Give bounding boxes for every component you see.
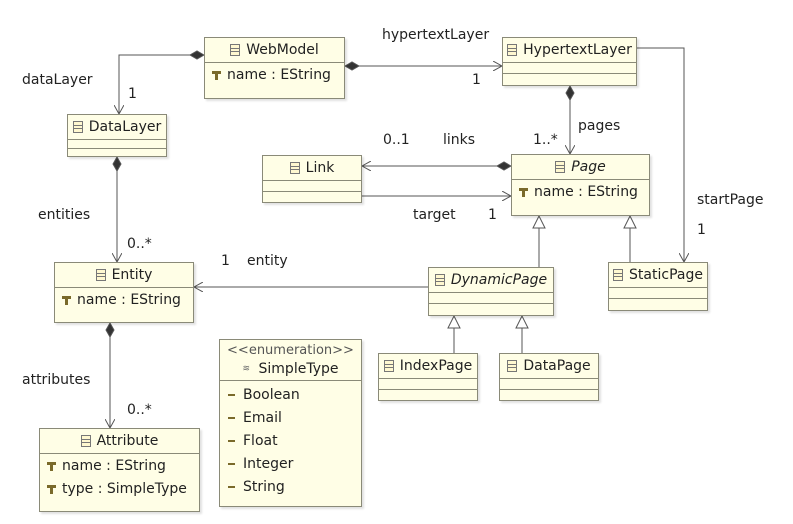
label-entity-mult: 1 — [221, 253, 230, 269]
class-name: Attribute — [96, 433, 159, 449]
attribute-icon — [62, 295, 71, 305]
attribute-icon — [212, 70, 221, 80]
class-datalayer[interactable]: DataLayer — [67, 114, 167, 157]
attribute-icon — [519, 187, 528, 197]
class-icon — [507, 360, 518, 372]
label-hypertextlayer-mult: 1 — [472, 72, 481, 88]
enum-stereotype: <<enumeration>> — [227, 343, 354, 358]
label-pages-role: pages — [578, 118, 621, 134]
class-name: DynamicPage — [450, 272, 548, 288]
attribute-label: name : EString — [77, 291, 181, 308]
edge-hypertext-staticpage — [637, 47, 684, 262]
attribute-label: type : SimpleType — [62, 480, 187, 497]
class-icon — [613, 269, 624, 281]
label-attributes-mult: 0..* — [127, 402, 152, 418]
diamond-webmodel-hypertext — [343, 61, 361, 71]
label-attributes-role: attributes — [22, 372, 91, 388]
label-datalayer-mult: 1 — [128, 86, 137, 102]
literal-icon — [228, 416, 235, 419]
attribute-icon — [47, 484, 56, 494]
class-hypertextlayer[interactable]: HypertextLayer — [502, 37, 637, 86]
gen-arrow-staticpage — [623, 214, 637, 229]
enum-name: SimpleType — [258, 361, 339, 377]
attribute-label: name : EString — [62, 457, 166, 474]
literal-icon — [228, 393, 235, 396]
attribute-label: name : EString — [227, 66, 331, 83]
gen-arrow-dynamicpage — [532, 214, 546, 229]
class-name: StaticPage — [629, 267, 703, 283]
diamond-datalayer-entity — [112, 155, 122, 173]
enum-literal: Email — [243, 409, 282, 426]
class-icon — [555, 161, 566, 173]
gen-arrow-datapage — [515, 314, 529, 329]
literal-icon — [228, 439, 235, 442]
class-name: Page — [571, 159, 606, 175]
class-attribute[interactable]: Attribute name : EString type : SimpleTy… — [39, 428, 200, 512]
label-links-role: links — [443, 132, 476, 148]
class-icon — [383, 360, 394, 372]
label-hypertextlayer-role: hypertextLayer — [382, 27, 490, 43]
class-datapage[interactable]: DataPage — [499, 353, 599, 401]
label-target-mult: 1 — [488, 207, 497, 223]
class-page[interactable]: Page name : EString — [511, 154, 650, 216]
class-name: Entity — [111, 267, 153, 283]
enum-literal: String — [243, 478, 285, 495]
enum-literal: Integer — [243, 455, 294, 472]
class-dynamicpage[interactable]: DynamicPage — [428, 267, 554, 316]
diamond-hypertext-page — [565, 84, 575, 102]
class-icon — [289, 162, 300, 174]
label-links-mult: 0..1 — [383, 132, 410, 148]
enum-simpletype[interactable]: <<enumeration>> ≋ SimpleType Boolean Emai… — [219, 339, 362, 507]
class-indexpage[interactable]: IndexPage — [378, 353, 478, 401]
diamond-page-link — [495, 161, 513, 171]
label-datalayer-role: dataLayer — [22, 72, 93, 88]
class-icon — [434, 274, 445, 286]
literal-icon — [228, 462, 235, 465]
class-name: DataPage — [523, 358, 591, 374]
class-icon — [95, 269, 106, 281]
diamond-webmodel-datalayer — [188, 50, 206, 60]
enum-literal: Float — [243, 432, 278, 449]
attribute-label: name : EString — [534, 183, 638, 200]
class-entity[interactable]: Entity name : EString — [54, 262, 194, 323]
gen-arrow-indexpage — [447, 314, 461, 329]
label-startpage-role: startPage — [697, 192, 764, 208]
class-staticpage[interactable]: StaticPage — [608, 262, 708, 311]
literal-icon — [228, 485, 235, 488]
class-name: WebModel — [246, 42, 319, 58]
class-icon — [230, 44, 241, 56]
label-pages-mult: 1..* — [533, 132, 558, 148]
label-entities-mult: 0..* — [127, 236, 152, 252]
label-entity-role: entity — [247, 253, 288, 269]
edge-webmodel-datalayer — [119, 54, 204, 114]
enum-literal: Boolean — [243, 386, 300, 403]
enumeration-icon: ≋ — [242, 364, 251, 374]
class-icon — [72, 121, 83, 133]
diamond-entity-attribute — [105, 321, 115, 339]
class-name: IndexPage — [399, 358, 473, 374]
label-entities-role: entities — [38, 207, 91, 223]
label-startpage-mult: 1 — [697, 222, 706, 238]
attribute-icon — [47, 461, 56, 471]
class-name: Link — [305, 160, 335, 176]
class-link[interactable]: Link — [262, 155, 362, 203]
class-name: HypertextLayer — [523, 42, 632, 58]
class-icon — [80, 435, 91, 447]
class-name: DataLayer — [88, 119, 162, 135]
label-target-role: target — [413, 207, 456, 223]
class-icon — [507, 44, 518, 56]
class-webmodel[interactable]: WebModel name : EString — [204, 37, 345, 99]
